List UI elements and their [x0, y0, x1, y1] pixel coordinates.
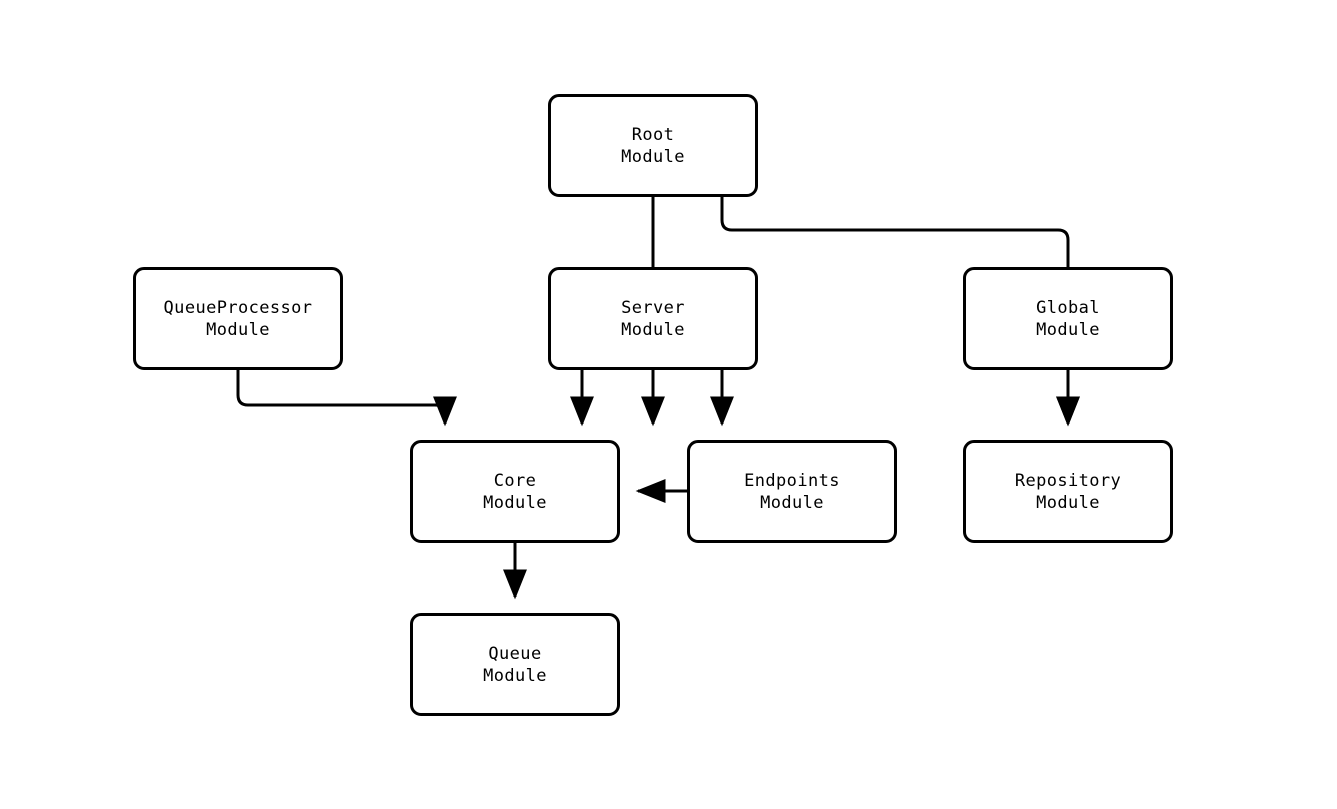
node-label-primary: QueueProcessor — [163, 297, 313, 318]
node-label-secondary: Module — [621, 319, 685, 340]
node-label-primary: Server — [621, 297, 685, 318]
node-label-secondary: Module — [760, 492, 824, 513]
node-label-secondary: Module — [483, 665, 547, 686]
node-label-secondary: Module — [1036, 319, 1100, 340]
node-label-secondary: Module — [1036, 492, 1100, 513]
node-label-primary: Repository — [1014, 470, 1122, 491]
node-label-secondary: Module — [483, 492, 547, 513]
node-label-primary: Root — [631, 124, 675, 145]
edge-root-global — [720, 197, 1080, 427]
node-label-secondary: Module — [206, 319, 270, 340]
node-label-primary: Queue — [488, 643, 542, 664]
edge-queueprocessor-core — [236, 370, 457, 427]
node-label-primary: Core — [493, 470, 537, 491]
node-label-primary: Global — [1036, 297, 1100, 318]
node-label-primary: Endpoints — [744, 470, 840, 491]
node-label-secondary: Module — [621, 146, 685, 167]
